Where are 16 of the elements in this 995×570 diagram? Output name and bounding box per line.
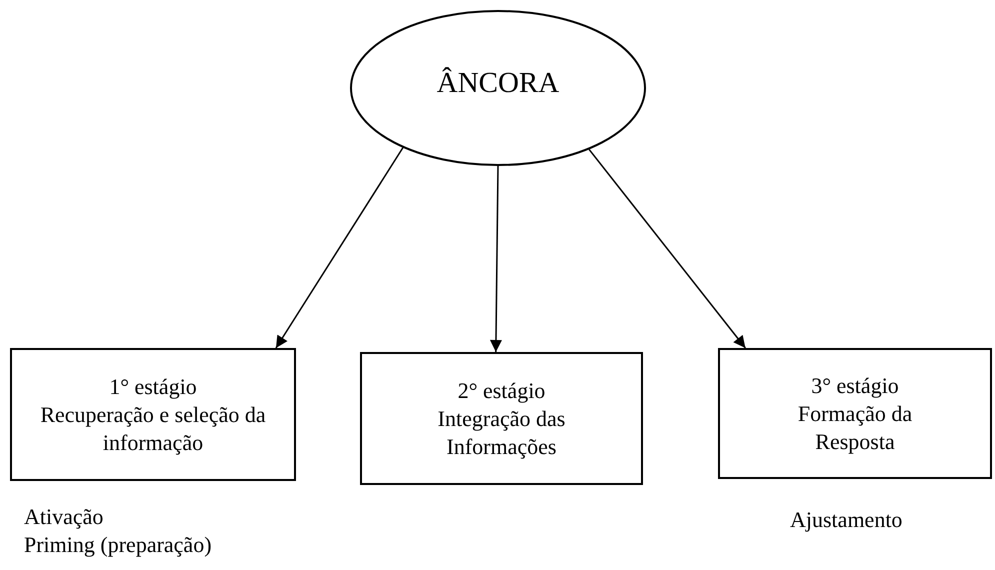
stage-text: 2° estágio [458,376,546,404]
arrow [275,147,404,348]
stage-text: 3° estágio [811,372,899,400]
stage-box [360,352,643,485]
stage-text: Recuperação e seleção da informação [39,400,267,456]
stage-text: 1° estágio [109,372,197,400]
stage-box [718,348,992,479]
stage-note: Ativação [24,503,104,531]
stage-box [10,348,296,481]
arrow [588,149,746,348]
arrow [490,166,502,352]
stage-text: Formação da Resposta [796,400,914,456]
stage-note: Ajustamento [790,506,902,534]
node-label: ÂNCORA [436,66,560,100]
stage-note: Priming (preparação) [24,531,212,559]
stage-text: Integração das Informações [436,404,566,460]
